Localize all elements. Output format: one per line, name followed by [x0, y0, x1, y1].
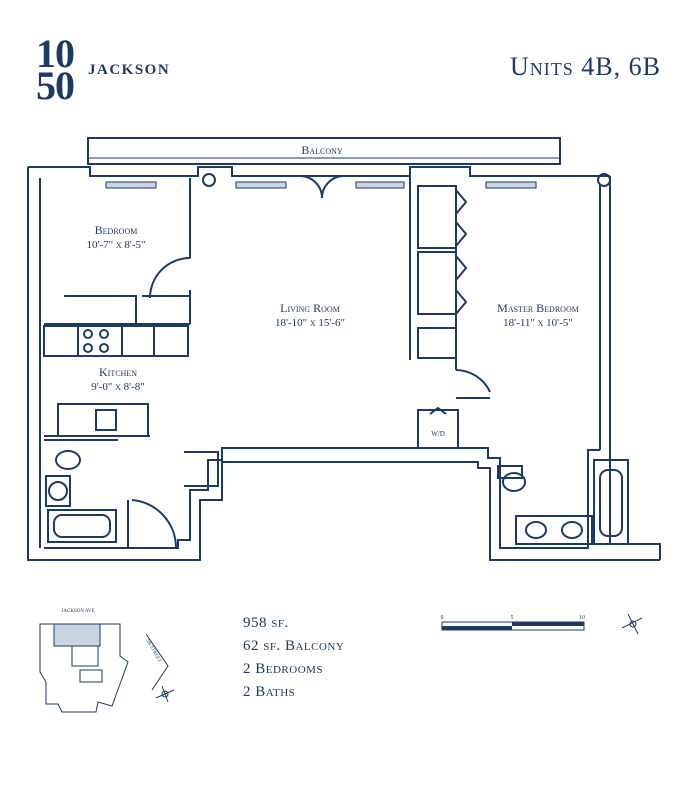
- exterior-wall: [28, 166, 610, 177]
- scale-label-5: 5: [511, 615, 514, 621]
- bedroom-dims: 10'-7" x 8'-5": [86, 239, 145, 251]
- key-plan: JACKSON AVE 5th STREET: [39, 609, 175, 713]
- wd-label: W/D: [431, 430, 445, 438]
- scale-label-0: 0: [441, 615, 444, 621]
- stat-bedrooms: 2 Bedrooms: [243, 661, 324, 677]
- kitchen-dims: 9'-0" x 8'-8": [91, 381, 145, 393]
- bedroom-name: Bedroom: [95, 223, 138, 237]
- logo-number-top: 10: [36, 31, 75, 76]
- balcony-label: Balcony: [301, 143, 343, 157]
- scale-bar: 0 5 10: [441, 615, 585, 631]
- scale-label-10: 10: [579, 615, 585, 621]
- living-room-name: Living Room: [280, 301, 340, 315]
- keyplan-unit-highlight: [53, 623, 101, 647]
- stat-baths: 2 Baths: [243, 684, 296, 700]
- keyplan-street-side: 5th STREET: [144, 639, 161, 664]
- unit-stats: 958 sf. 62 sf. Balcony 2 Bedrooms 2 Bath…: [243, 612, 344, 704]
- balcony-outline: [87, 137, 561, 165]
- logo-wordmark: JACKSON: [88, 62, 171, 78]
- logo-number-bottom: 50: [36, 63, 75, 108]
- living-room-dims: 18'-10" x 15'-6": [275, 317, 345, 329]
- master-bedroom-dims: 18'-11" x 10'-5": [503, 317, 573, 329]
- keyplan-compass-icon: [155, 685, 175, 703]
- kitchen-name: Kitchen: [99, 365, 137, 379]
- master-bedroom-name: Master Bedroom: [497, 301, 579, 315]
- page-title: Units 4B, 6B: [510, 52, 661, 81]
- stat-balcony: 62 sf. Balcony: [243, 638, 345, 654]
- north-arrow-icon: [621, 613, 643, 635]
- keyplan-street-top: JACKSON AVE: [61, 609, 94, 614]
- brand-logo: 10 50 JACKSON: [34, 31, 194, 108]
- stat-area: 958 sf.: [243, 615, 289, 631]
